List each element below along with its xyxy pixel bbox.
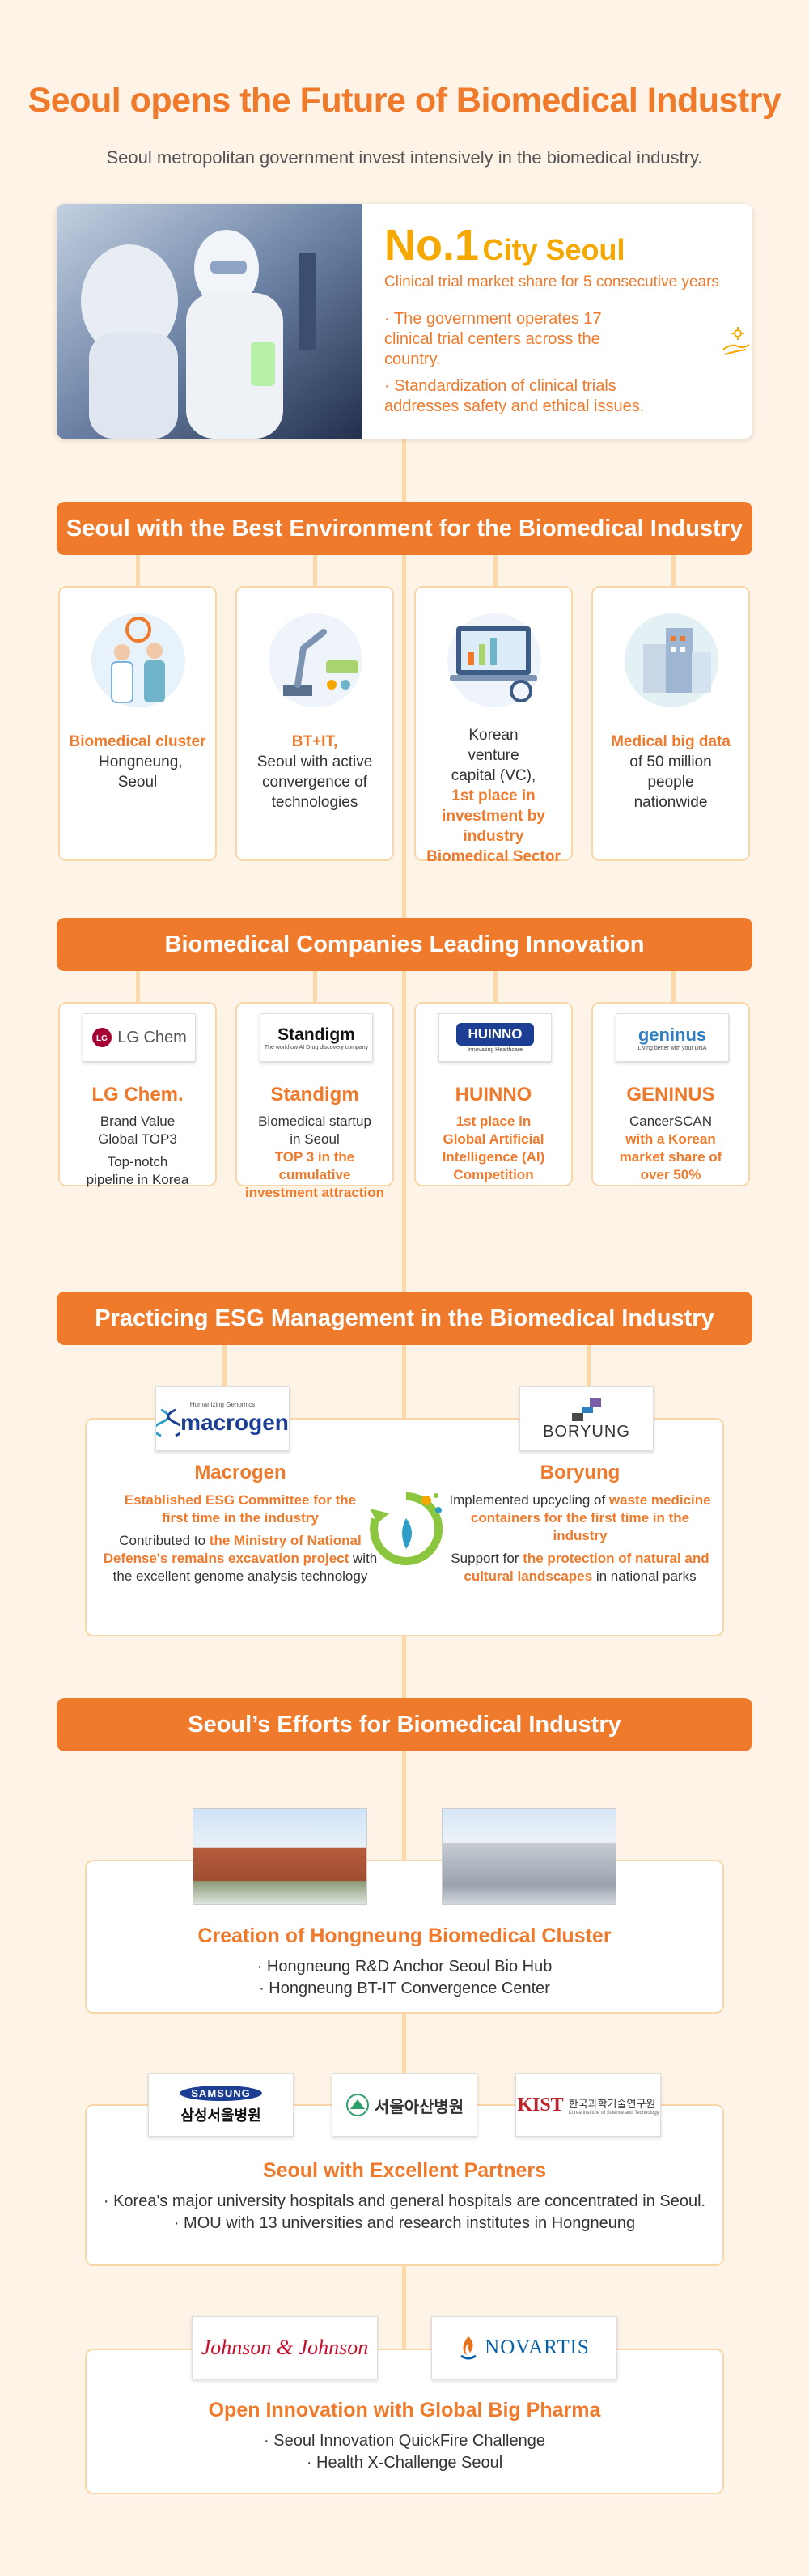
cluster-item: · Hongneung BT-IT Convergence Center [259, 1980, 550, 1997]
pharma-card: Open Innovation with Global Big Pharma ·… [85, 2349, 724, 2494]
lg-symbol-icon: LG [92, 1028, 112, 1047]
jnj-logo: Johnson & Johnson [192, 2316, 378, 2379]
section-esg-title: Practicing ESG Management in the Biomedi… [57, 1292, 752, 1345]
hand-sparkle-icon [722, 327, 750, 355]
hero-tagline: Clinical trial market share for 5 consec… [384, 274, 719, 291]
env-card-btit: BT+IT, Seoul with active convergence of … [235, 586, 394, 861]
convergence-center-photo [442, 1808, 616, 1905]
esg-card: Macrogen Established ESG Committee for t… [85, 1418, 724, 1636]
geninus-logo: geninus Living better with your DNA [616, 1013, 729, 1062]
partners-item: · MOU with 13 universities and research … [173, 2214, 636, 2232]
env-card-highlight: 1st place in investment by industry Biom… [426, 787, 561, 865]
company-card-lgchem: LG LG Chem LG Chem. Brand Value Global T… [58, 1002, 217, 1187]
env-card-text: Korean venture capital (VC), [451, 727, 536, 784]
boryung-detail-2: Support for the protection of natural an… [451, 1551, 709, 1584]
samsung-hospital-logo: SAMSUNG 삼성서울병원 [148, 2073, 294, 2137]
pharma-item: · Seoul Innovation QuickFire Challenge [264, 2432, 545, 2450]
svg-text:LG: LG [96, 1034, 108, 1043]
env-card-text: Hongneung, Seoul [99, 753, 183, 791]
hero-card: No.1 City Seoul Clinical trial market sh… [57, 204, 752, 439]
page-subtitle: Seoul metropolitan government invest int… [106, 147, 703, 168]
page-title: Seoul opens the Future of Biomedical Ind… [28, 81, 781, 120]
macrogen-detail: Contributed to the Ministry of National … [103, 1533, 378, 1584]
env-card-highlight: Biomedical cluster [69, 733, 206, 750]
env-card-text: Seoul with active convergence of technol… [256, 753, 373, 811]
company-name: LG Chem. [91, 1084, 184, 1106]
section-environment-title: Seoul with the Best Environment for the … [57, 502, 752, 555]
laptop-chart-icon [447, 613, 541, 707]
cluster-heading: Creation of Hongneung Biomedical Cluster [197, 1925, 612, 1947]
boryung-logo: BORYUNG [519, 1386, 654, 1451]
company-card-geninus: geninus Living better with your DNA GENI… [591, 1002, 750, 1186]
env-card-vc: Korean venture capital (VC), 1st place i… [414, 586, 573, 865]
connector-line [402, 968, 406, 1292]
boryung-detail-1: Implemented upcycling of waste medicine … [449, 1492, 711, 1543]
env-card-bigdata: Medical big data of 50 million people na… [591, 586, 750, 861]
env-card-highlight: Medical big data [611, 733, 731, 750]
novartis-flame-icon [460, 2336, 477, 2360]
company-desc: Biomedical startup in Seoul [258, 1114, 371, 1147]
robot-arm-icon [269, 613, 362, 707]
asan-symbol-icon [345, 2094, 369, 2116]
huinno-logo: HUINNO Innovating Healthcare [438, 1013, 552, 1062]
company-desc: CancerSCAN [629, 1114, 713, 1129]
connector-line [402, 554, 406, 918]
macrogen-logo: Humanizing Genomics macrogen [155, 1386, 290, 1451]
boryung-symbol-icon [572, 1398, 601, 1421]
doctors-icon [91, 613, 185, 707]
dna-helix-icon [156, 1408, 181, 1437]
cluster-item: · Hongneung R&D Anchor Seoul Bio Hub [256, 1958, 553, 1975]
section-companies-title: Biomedical Companies Leading Innovation [57, 918, 752, 971]
partners-item: · Korea's major university hospitals and… [103, 2192, 706, 2210]
city-buildings-icon [625, 613, 718, 707]
eco-cycle-icon [370, 1492, 443, 1565]
macrogen-highlight: Established ESG Committee for the first … [124, 1492, 357, 1526]
lgchem-logo: LG LG Chem [83, 1013, 196, 1062]
company-desc: Brand Value Global TOP3 [98, 1114, 177, 1147]
env-card-text: of 50 million people nationwide [629, 753, 712, 811]
hero-bullet: · Standardization of clinical trials add… [384, 377, 645, 415]
kist-logo: KIST 한국과학기술연구원 Korea Institute of Scienc… [515, 2073, 661, 2137]
env-card-highlight: BT+IT, [291, 733, 338, 750]
env-card-cluster: Biomedical cluster Hongneung, Seoul [58, 586, 217, 861]
company-name: HUINNO [455, 1084, 532, 1106]
company-desc: Top-notch pipeline in Korea [86, 1154, 189, 1187]
company-highlight: TOP 3 in the cumulative investment attra… [245, 1149, 384, 1200]
city-label: City Seoul [482, 233, 625, 266]
company-highlight: with a Korean market share of over 50% [619, 1131, 722, 1182]
company-name: GENINUS [626, 1084, 715, 1106]
lab-researcher-photo [57, 204, 362, 439]
pharma-heading: Open Innovation with Global Big Pharma [208, 2399, 601, 2421]
connector-line [402, 1748, 406, 2396]
bio-hub-building-photo [193, 1808, 367, 1905]
company-card-standigm: Standigm The workflow AI Drug discovery … [235, 1002, 394, 1200]
no1-label: No.1 [384, 221, 480, 269]
standigm-logo: Standigm The workflow AI Drug discovery … [260, 1013, 373, 1062]
pharma-item: · Health X-Challenge Seoul [306, 2454, 503, 2472]
company-highlight: 1st place in Global Artificial Intellige… [442, 1114, 545, 1182]
novartis-logo: NOVARTIS [431, 2316, 617, 2379]
connector-line [402, 437, 406, 502]
boryung-name: Boryung [540, 1462, 621, 1483]
company-name: Standigm [270, 1084, 359, 1106]
company-card-huinno: HUINNO Innovating Healthcare HUINNO 1st … [414, 1002, 573, 1186]
hero-bullet: · The government operates 17 clinical tr… [384, 310, 602, 368]
macrogen-name: Macrogen [194, 1462, 286, 1483]
partners-heading: Seoul with Excellent Partners [262, 2159, 547, 2182]
section-efforts-title: Seoul’s Efforts for Biomedical Industry [57, 1698, 752, 1751]
cluster-card: Creation of Hongneung Biomedical Cluster… [85, 1860, 724, 2014]
asan-hospital-logo: 서울아산병원 [332, 2073, 477, 2137]
